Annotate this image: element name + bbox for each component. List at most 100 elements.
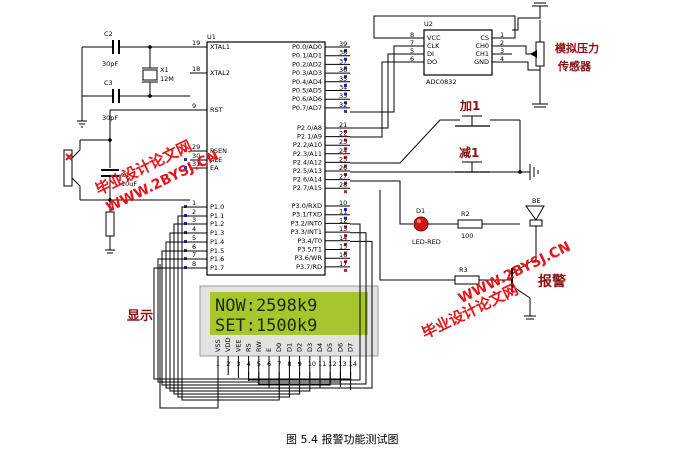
mcu-pin-number: 1: [192, 199, 196, 207]
r3-ref: R3: [459, 266, 468, 274]
mcu-pin-name: P0.7/AD7: [292, 104, 322, 112]
mcu-pin-name: XTAL2: [210, 69, 230, 77]
mcu-pin-number: 25: [339, 155, 347, 163]
adc-pin-name: DI: [427, 50, 434, 58]
lcd-pin-name: D4: [316, 343, 324, 352]
mcu-pin-number: 29: [192, 143, 200, 151]
mcu-pin-number: 9: [192, 102, 196, 110]
lcd-pin-name: VSS: [214, 339, 222, 352]
mcu-pin-number: 17: [339, 260, 347, 268]
lcd-pin-name: RS: [245, 343, 253, 352]
mcu-pin-number: 30: [192, 152, 200, 160]
mcu-pin-name: P2.6/A14: [293, 176, 322, 184]
mcu-pin-number: 31: [192, 160, 200, 168]
mcu-pin-name: P2.4/A12: [293, 158, 322, 166]
mcu-pin-number: 4: [192, 225, 196, 233]
adc-pin-name: CS: [480, 34, 489, 42]
x1-value: 12M: [160, 75, 174, 83]
adc-pin-name: CLK: [427, 42, 440, 50]
lcd-module: NOW:2598k9 SET:1500k9 VSS1VDD2VEE3RS4RW5…: [199, 285, 379, 390]
d1-value: LED-RED: [412, 238, 441, 246]
watermark-2: 毕业设计论文网 WWW.2BYSJ.CN: [419, 239, 573, 343]
adc-pin-name: CH1: [475, 50, 489, 58]
display-label: 显示: [127, 309, 153, 324]
mcu-pin-p0-7-ad7: P0.7/AD7 32: [292, 101, 350, 113]
mcu-pin-name: P3.4/T0: [297, 237, 322, 245]
lcd-pin-number: 14: [349, 360, 357, 368]
adc-pin-number: 8: [410, 31, 414, 39]
figure-caption: 图 5.4 报警功能测试图: [286, 432, 399, 446]
mcu-pin-name: P1.4: [210, 238, 224, 246]
lcd-pin-name: D3: [306, 343, 314, 352]
mcu-pin-number: 26: [339, 164, 347, 172]
adc-pin-name: VCC: [427, 34, 441, 42]
mcu-pin-name: P2.3/A11: [293, 150, 322, 158]
mcu-pin-number: 18: [192, 65, 200, 73]
r2-ref: R2: [461, 210, 470, 218]
mcu-pin-number: 27: [339, 173, 347, 181]
lcd-bus-wires: [153, 206, 373, 409]
d1-led: [413, 216, 429, 232]
mcu-pin-number: 37: [339, 57, 347, 65]
lcd-pin-number: 10: [308, 360, 316, 368]
mcu-pin-number: 24: [339, 147, 347, 155]
mcu-pin-number: 35: [339, 75, 347, 83]
lcd-pin-name: VDD: [224, 338, 232, 352]
mcu-pin-number: 16: [339, 251, 347, 259]
lcd-line-2: SET:1500k9: [215, 316, 317, 336]
mcu-pin-name: P0.0/AD0: [292, 43, 322, 51]
mcu-ref: U1: [207, 33, 216, 41]
mcu-pin-name: P2.5/A13: [293, 167, 322, 175]
mcu-pin-number: 12: [339, 216, 347, 224]
adc-pin-name: CH0: [475, 42, 489, 50]
mcu-pin-name: P3.3/INT1: [291, 228, 322, 236]
lcd-pin-name: D6: [336, 343, 344, 352]
adc-pin-vcc: 8 VCC: [407, 31, 441, 42]
x1-ref: X1: [160, 66, 169, 74]
adc-pin-name: GND: [474, 58, 489, 66]
reset-button: [63, 149, 73, 187]
mcu-pin-number: 38: [339, 49, 347, 57]
mcu-pin-name: P3.2/INT0: [291, 219, 322, 227]
adc-pin-number: 1: [500, 31, 504, 39]
lcd-screen: [210, 292, 368, 335]
c1-ref: C1: [121, 171, 130, 179]
oscillator-circuit: C2 30pF C3 30pF X1 12M: [77, 30, 190, 128]
d1-ref: D1: [416, 207, 425, 215]
key-circuit: [350, 115, 539, 180]
mcu-pin-name: P0.5/AD5: [292, 87, 322, 95]
lcd-pin-number: 12: [328, 360, 336, 368]
mcu-pin-number: 32: [339, 101, 347, 109]
reset-circuit: C1 10uF: [63, 109, 190, 254]
alarm-circuit: D1 LED-RED R2 100 BE R3: [350, 180, 545, 320]
lcd-pin-name: D5: [326, 343, 334, 352]
mcu-pin-name: P3.0/RXD: [292, 202, 322, 210]
lcd-pin-name: E: [265, 348, 273, 352]
mcu-pin-number: 33: [339, 92, 347, 100]
c3-ref: C3: [104, 79, 113, 87]
mcu-pin-name: RST: [210, 106, 223, 114]
lcd-pin-number: 13: [338, 360, 346, 368]
mcu-pin-name: P1.1: [210, 212, 224, 220]
mcu-pin-name: P3.1/TXD: [292, 211, 322, 219]
mcu-pin-name: PSEN: [210, 147, 227, 155]
